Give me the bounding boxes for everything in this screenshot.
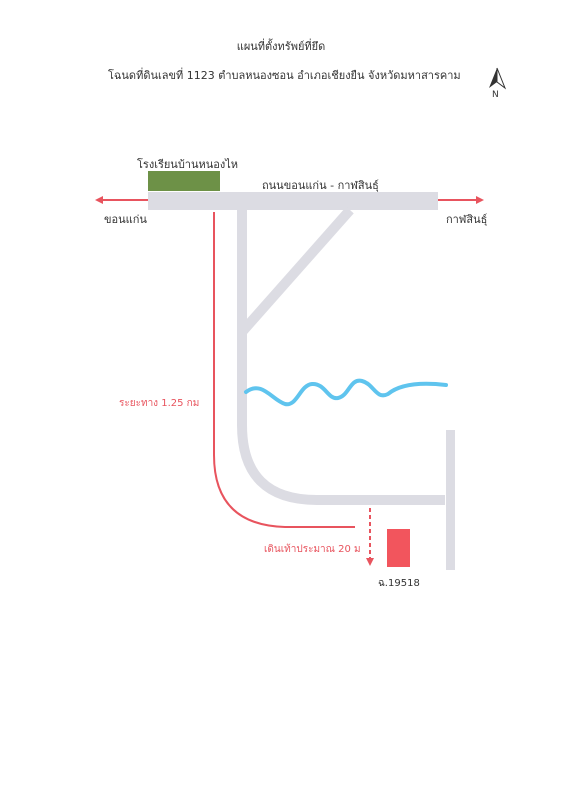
parcel-marker [387,529,410,567]
direction-right-label: กาฬสินธุ์ [446,213,488,226]
walk-distance-label: เดินเท้าประมาณ 20 ม [264,544,361,555]
page-subtitle: โฉนดที่ดินเลขที่ 1123 ตำบลหนองซอน อำเภอเ… [108,69,461,82]
arrow-right-head [476,196,484,204]
main-road [148,192,438,210]
parcel-label: ฉ.19518 [378,578,420,589]
arrow-left-head [95,196,103,204]
river [244,378,448,407]
diagonal-road [238,206,354,336]
walk-arrow-head [366,558,374,566]
school-label: โรงเรียนบ้านหนองไห [137,158,239,171]
distance-label: ระยะทาง 1.25 กม [119,398,200,409]
north-arrow-icon [489,67,507,90]
main-road-label: ถนนขอนแก่น - กาฬสินธุ์ [262,179,379,192]
page-title: แผนที่ตั้งทรัพย์ที่ยึด [236,40,326,53]
side-road [446,430,455,570]
north-label: N [492,90,499,100]
route-line [213,212,355,528]
direction-left-label: ขอนแก่น [104,213,147,226]
local-road [237,210,445,505]
school-marker [148,171,220,191]
